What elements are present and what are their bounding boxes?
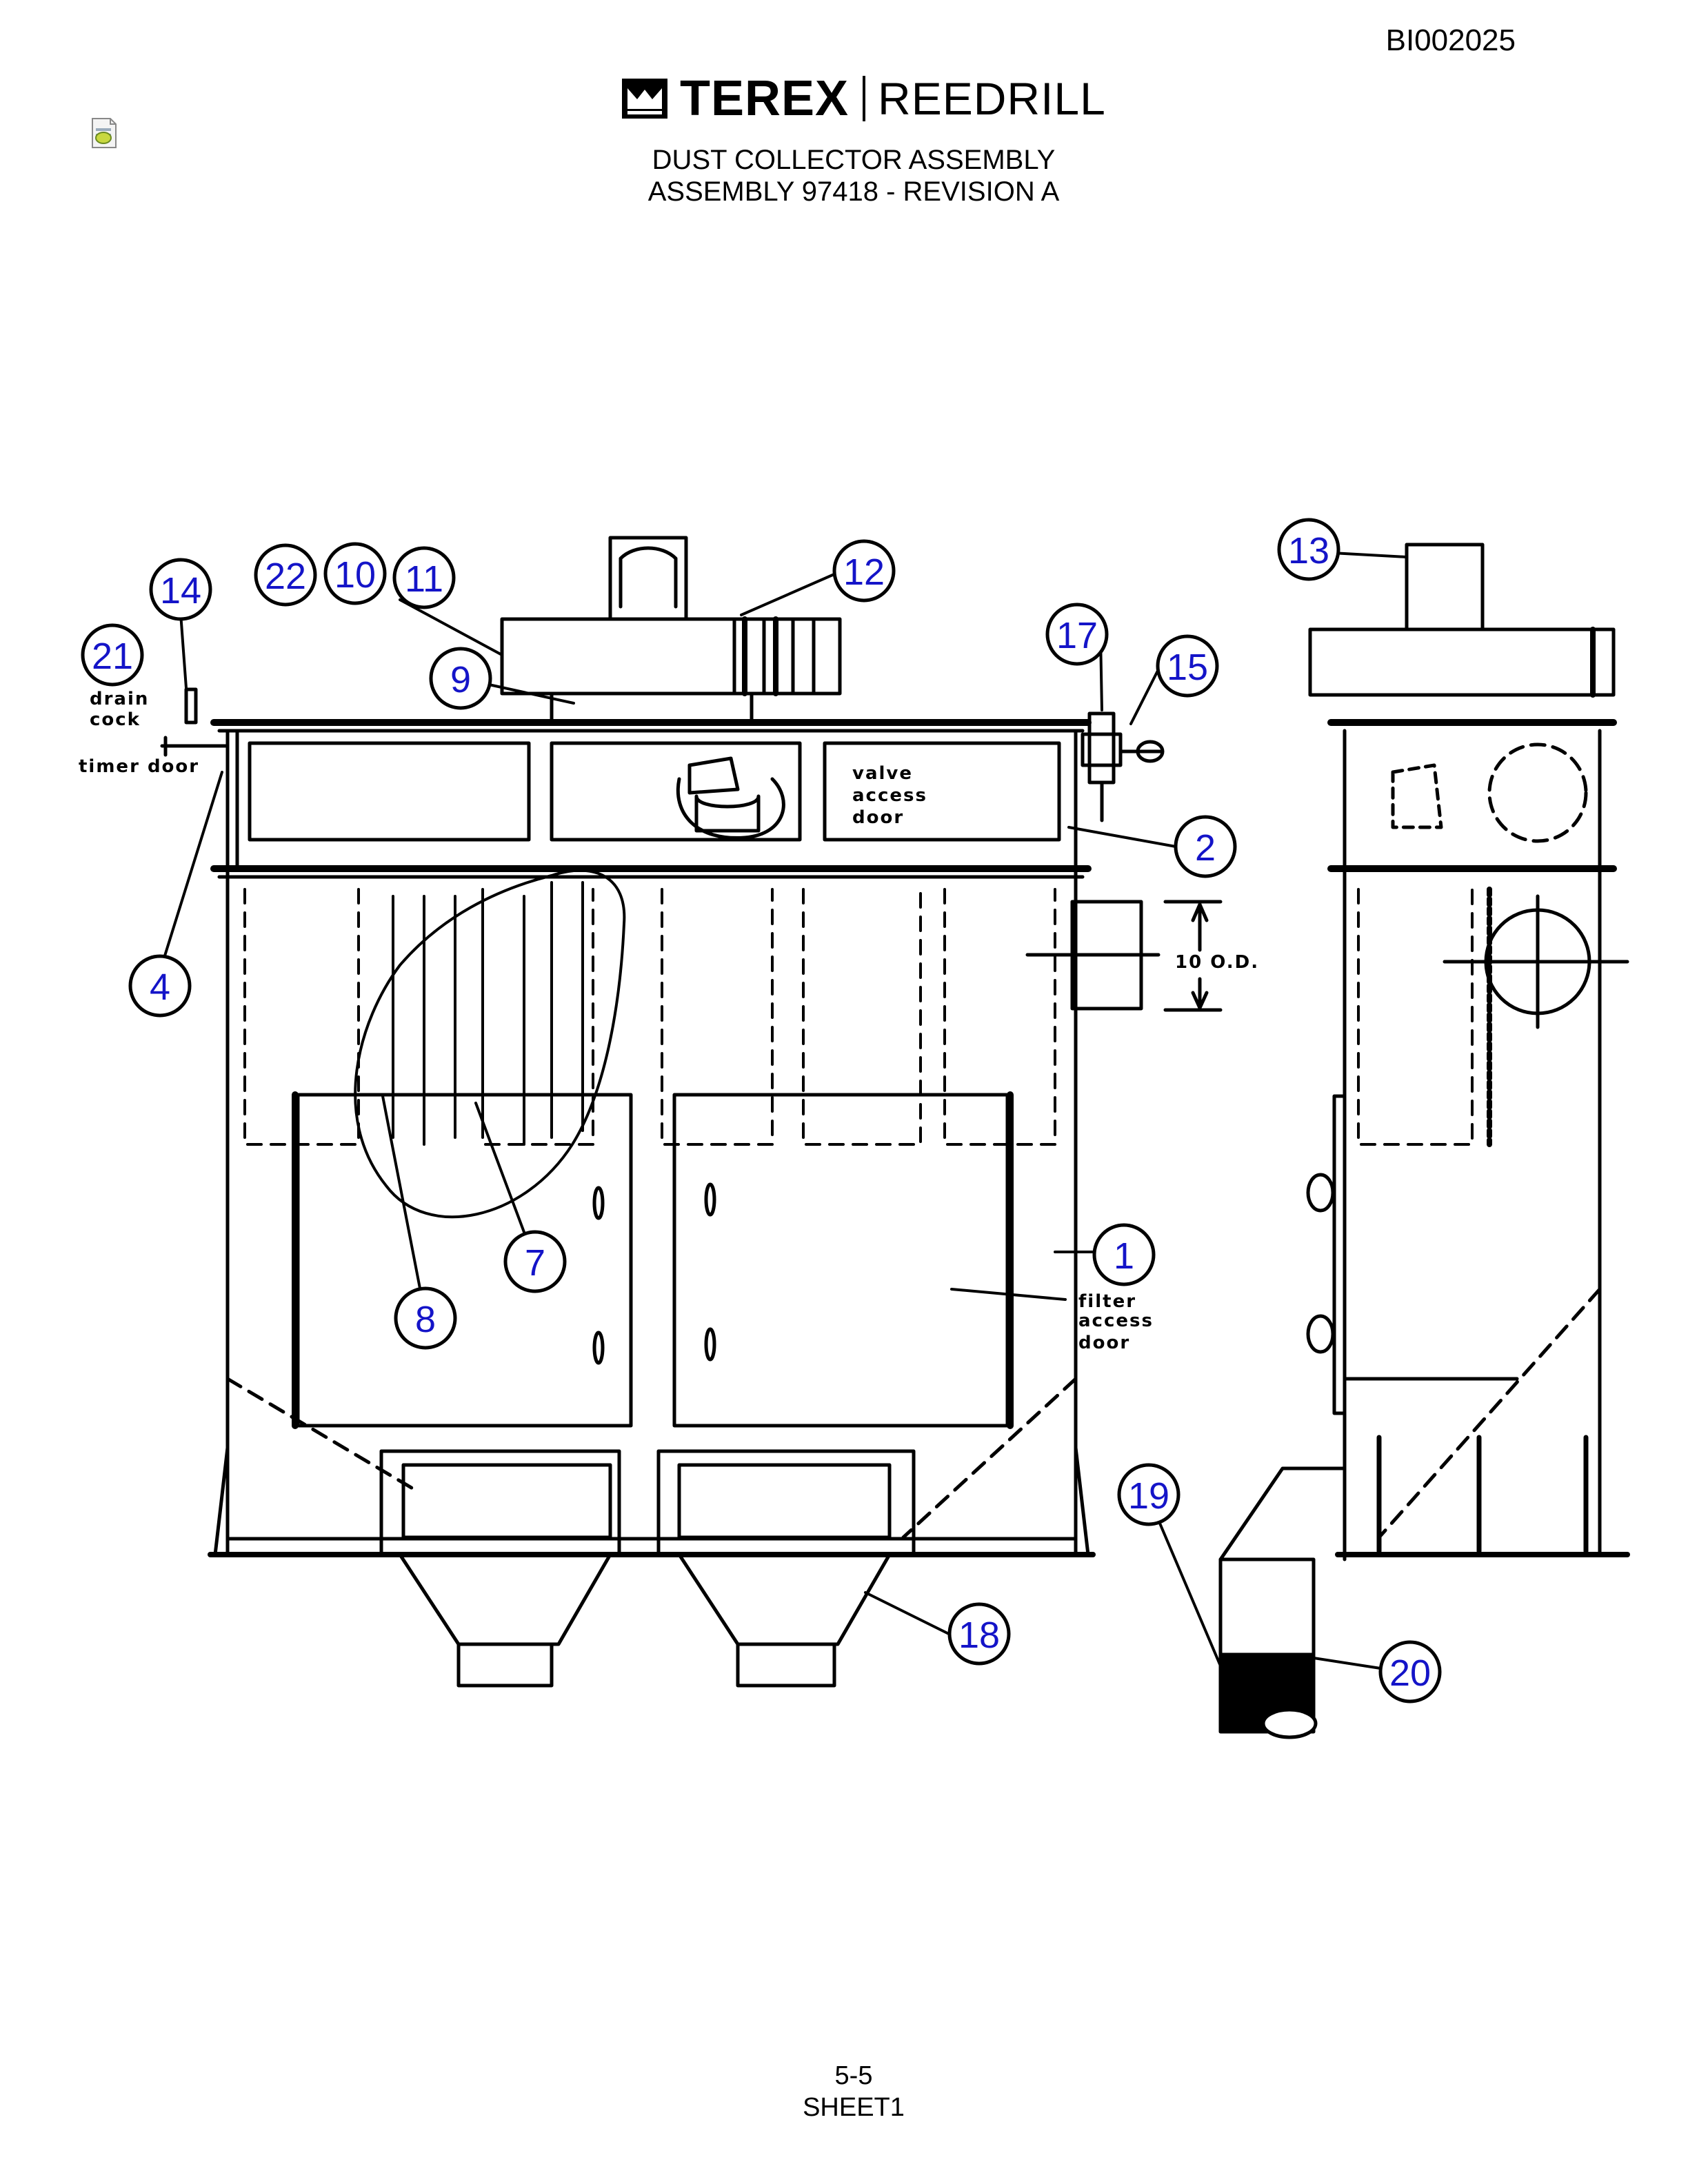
svg-text:2: 2: [1195, 827, 1216, 869]
label-filter-door: door: [1078, 1333, 1130, 1353]
svg-text:1: 1: [1114, 1235, 1134, 1277]
callout-4[interactable]: 4: [128, 954, 192, 1018]
callout-15[interactable]: 15: [1156, 634, 1219, 698]
terex-logo-icon: [622, 79, 667, 119]
svg-text:20: 20: [1389, 1652, 1431, 1694]
label-valve: valve: [852, 763, 913, 784]
brand-logo: TEREX REEDRILL: [622, 71, 1106, 126]
callout-21[interactable]: 21: [81, 623, 144, 687]
drawing-title: DUST COLLECTOR ASSEMBLY: [652, 145, 1056, 175]
brand-primary: TEREX: [680, 71, 850, 126]
svg-text:9: 9: [450, 659, 471, 700]
svg-text:22: 22: [265, 556, 306, 597]
svg-text:7: 7: [525, 1242, 545, 1284]
label-valve-door: door: [852, 807, 904, 828]
brand-divider: [863, 76, 866, 121]
label-drain: drain: [90, 689, 149, 709]
svg-text:21: 21: [92, 636, 133, 677]
svg-text:19: 19: [1128, 1475, 1169, 1517]
svg-text:8: 8: [415, 1299, 436, 1340]
callout-18[interactable]: 18: [947, 1602, 1011, 1666]
callout-17[interactable]: 17: [1045, 603, 1109, 666]
document-number: BI002025: [1385, 23, 1516, 57]
callout-20[interactable]: 20: [1378, 1640, 1442, 1703]
svg-text:14: 14: [160, 570, 201, 611]
svg-text:11: 11: [405, 558, 443, 600]
assembly-revision: ASSEMBLY 97418 - REVISION A: [647, 176, 1060, 207]
callout-13[interactable]: 13: [1277, 518, 1340, 581]
label-filter: filter: [1078, 1291, 1136, 1312]
svg-text:13: 13: [1288, 530, 1329, 572]
svg-text:18: 18: [958, 1615, 1000, 1656]
callout-2[interactable]: 2: [1174, 815, 1237, 878]
brand-secondary: REEDRILL: [878, 73, 1106, 124]
label-cock: cock: [90, 709, 141, 730]
callout-11[interactable]: 11: [392, 546, 456, 609]
callout-10[interactable]: 10: [323, 542, 387, 605]
callout-7[interactable]: 7: [503, 1230, 567, 1293]
callout-1[interactable]: 1: [1092, 1223, 1156, 1286]
label-dimension: 10 O.D.: [1175, 952, 1259, 973]
callout-19[interactable]: 19: [1117, 1463, 1180, 1526]
document-icon[interactable]: [90, 117, 119, 149]
page-number: 5-5: [834, 2061, 873, 2090]
svg-text:15: 15: [1167, 647, 1208, 688]
callout-22[interactable]: 22: [254, 543, 317, 607]
sheet-label: SHEET1: [803, 2093, 905, 2122]
label-timer-door: timer door: [79, 756, 199, 777]
callout-14[interactable]: 14: [149, 558, 212, 621]
label-valve-access: access: [852, 785, 927, 806]
svg-text:10: 10: [334, 554, 376, 596]
svg-text:17: 17: [1056, 615, 1098, 656]
callout-9[interactable]: 9: [429, 647, 492, 710]
svg-text:4: 4: [150, 967, 170, 1008]
callout-8[interactable]: 8: [394, 1286, 457, 1350]
label-filter-access: access: [1078, 1311, 1154, 1331]
callout-12[interactable]: 12: [832, 539, 896, 603]
svg-text:12: 12: [843, 552, 885, 593]
